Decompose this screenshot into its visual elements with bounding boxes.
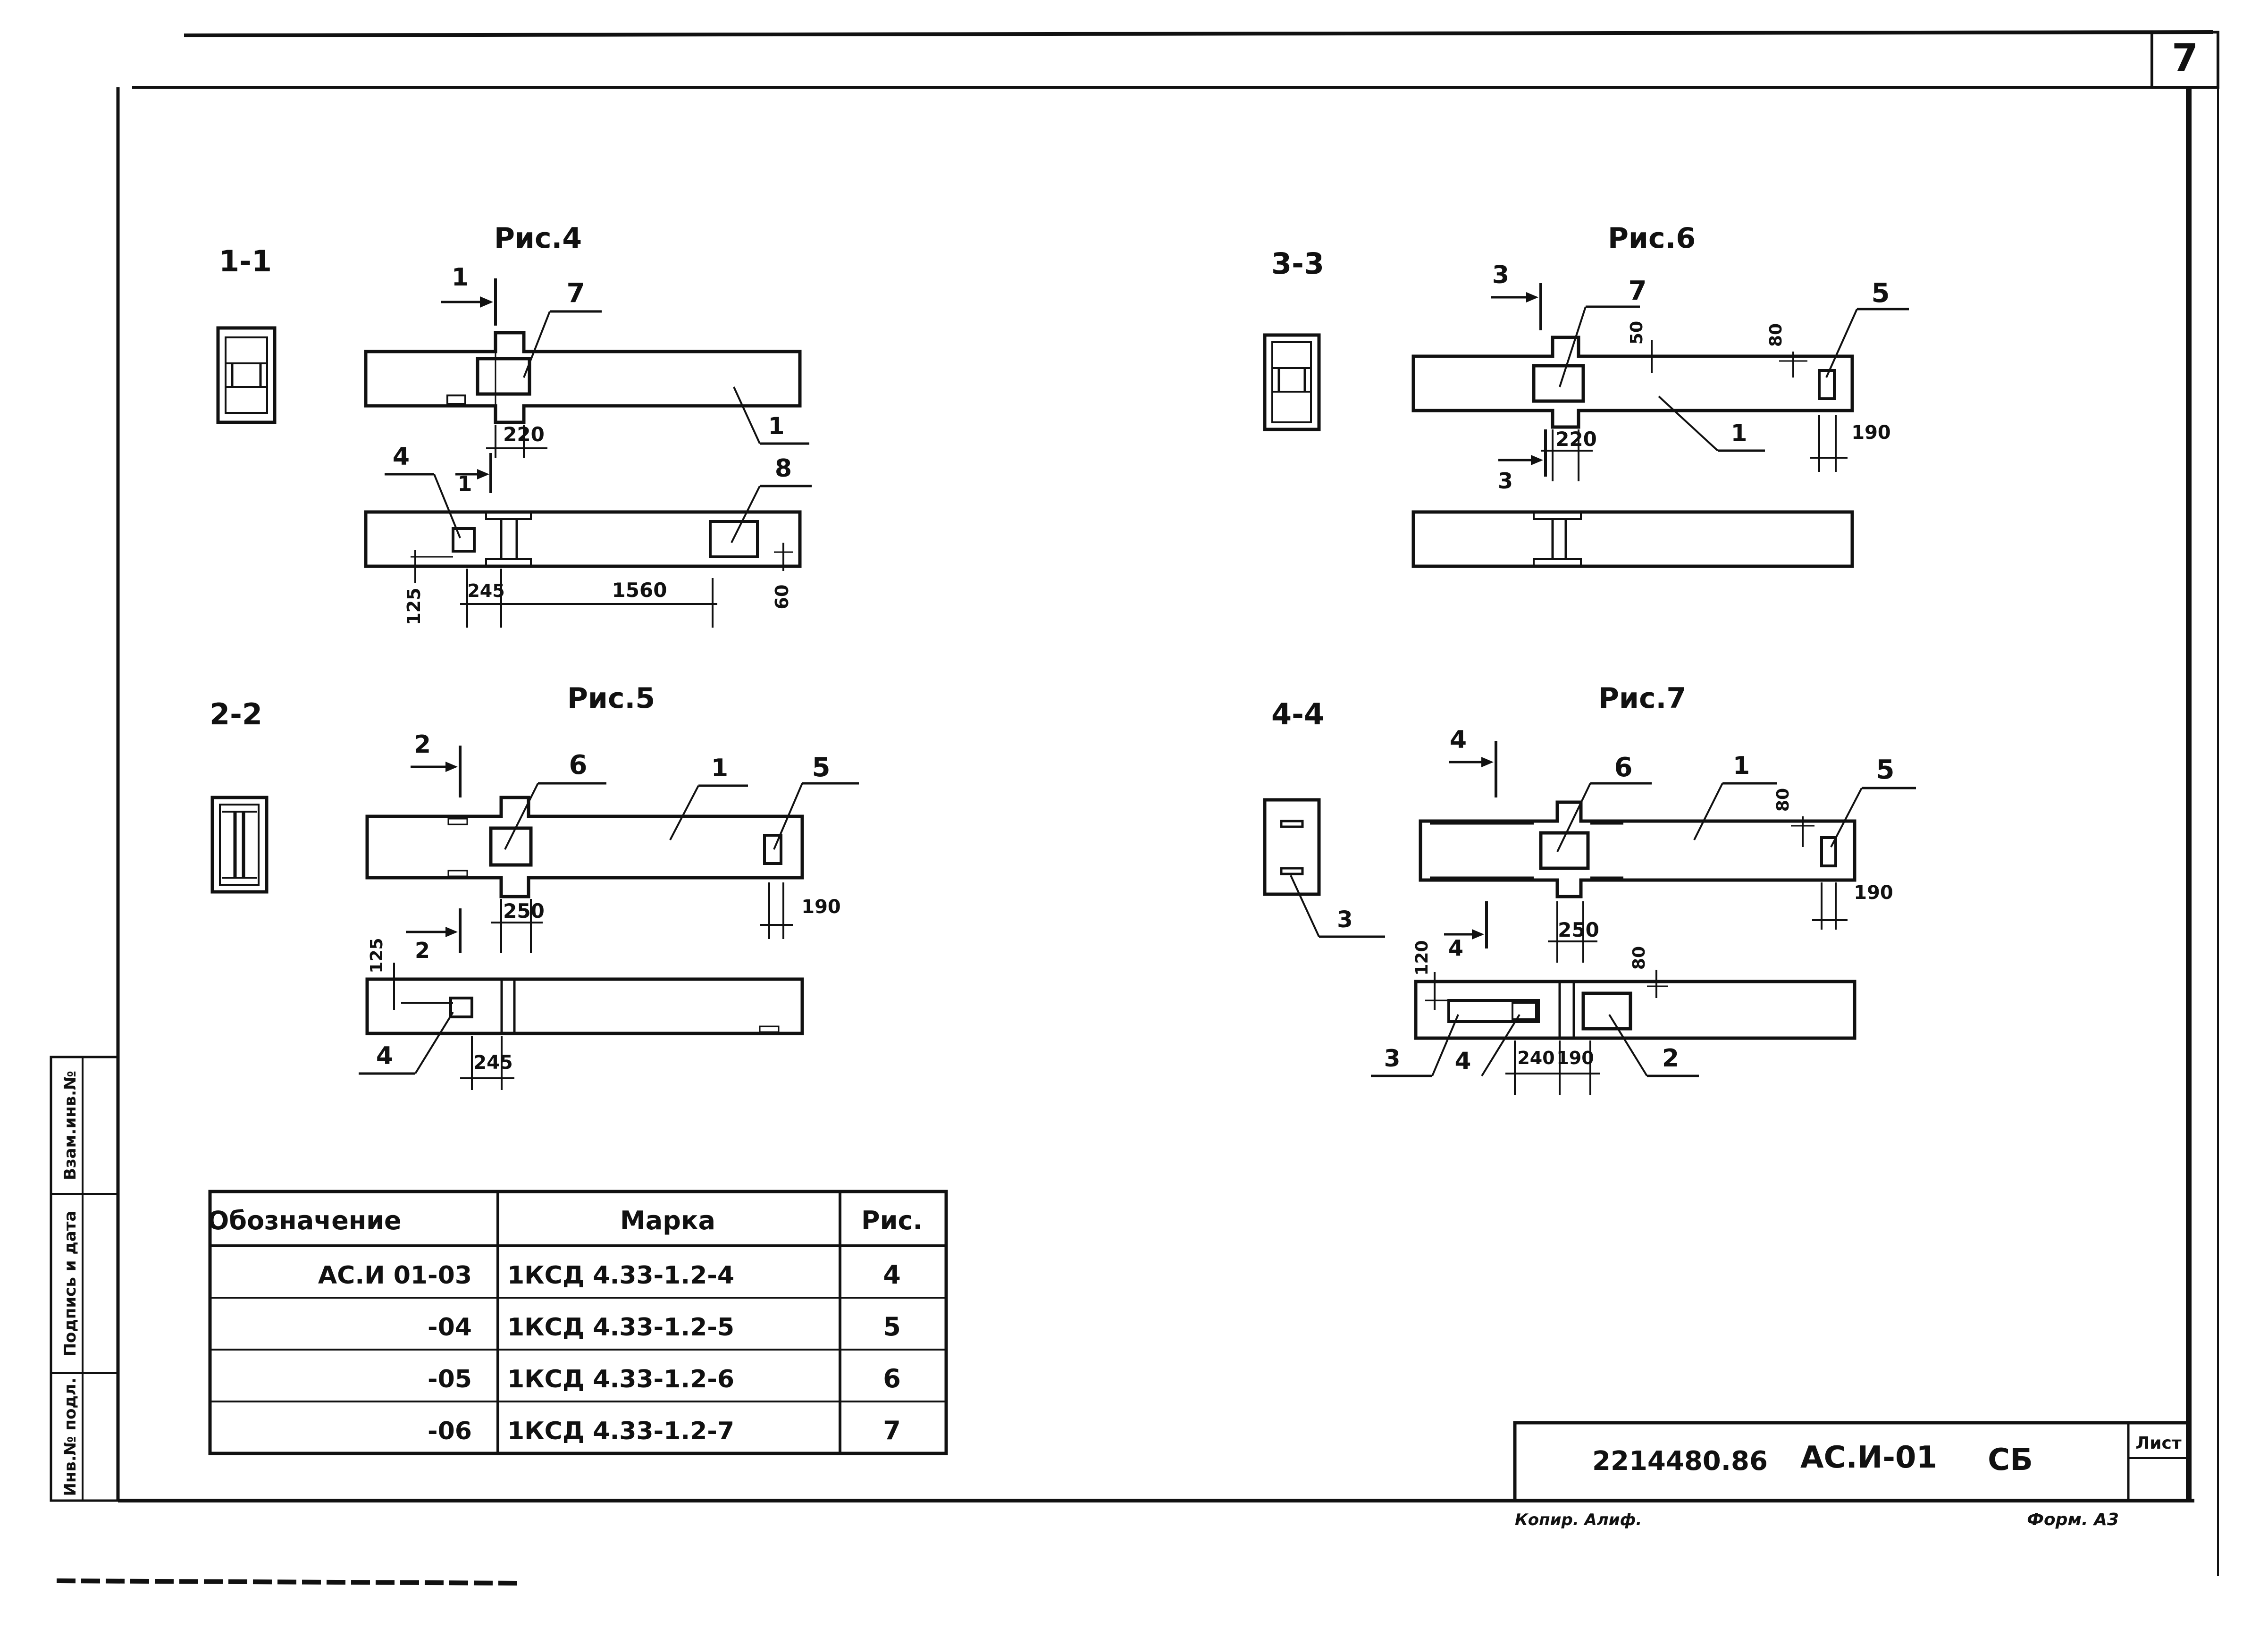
section-4-4-label: 4-4 xyxy=(1271,697,1324,731)
figure-7-pos-section: 3 xyxy=(1337,906,1352,933)
figure-5-dim-left: 125 xyxy=(367,938,386,973)
title-block-stage: СБ xyxy=(1988,1443,2033,1477)
figure-5-cut: 2 xyxy=(414,730,431,759)
table-row-1-mark: 1КСД 4.33-1.2-4 xyxy=(507,1261,734,1290)
figure-6-cut-lower: 3 xyxy=(1498,468,1513,494)
figure-6-pos-one: 1 xyxy=(1731,420,1747,447)
stamp-signature: Подпись и дата xyxy=(61,1211,80,1357)
figure-7-pos-right: 5 xyxy=(1876,755,1895,785)
figure-4-cut: 1 xyxy=(452,263,469,292)
section-2-2-label: 2-2 xyxy=(210,697,262,731)
figure-7-dim-left: 120 xyxy=(1412,940,1432,975)
figure-4-title: Рис.4 xyxy=(494,222,582,255)
figure-7-dim-b1: 240 xyxy=(1517,1048,1554,1068)
title-block: 2214480.86 АС.И-01 СБ Лист Копир. Алиф. … xyxy=(1513,1421,2191,1529)
figure-5-dim-bottom: 245 xyxy=(473,1052,513,1074)
figure-7-dim-right: 190 xyxy=(1854,882,1893,904)
table-row-4-designation: -06 xyxy=(428,1417,472,1445)
stamp-inventory: Инв.№ подл. xyxy=(61,1377,80,1496)
section-1-1-label: 1-1 xyxy=(219,244,272,278)
figure-5-cut-lower: 2 xyxy=(415,938,430,963)
figure-4-cut-lower: 1 xyxy=(458,472,472,496)
table-header-mark: Марка xyxy=(620,1206,715,1235)
table-row-4-figure: 7 xyxy=(883,1416,901,1445)
section-3-3-label: 3-3 xyxy=(1271,246,1324,281)
figure-5-pos-top: 6 xyxy=(569,750,588,780)
figure-7-pos-top: 6 xyxy=(1614,752,1633,783)
table-header-designation: Обозначение xyxy=(207,1206,401,1235)
figure-5-pos-left: 4 xyxy=(376,1042,393,1070)
figure-5-pos-right: 5 xyxy=(812,752,831,783)
figure-4-dim-b: 1560 xyxy=(612,579,667,602)
figure-5-dim-right: 190 xyxy=(801,896,841,918)
figure-4-dim-a: 245 xyxy=(467,580,504,601)
title-block-sheet-label: Лист xyxy=(2135,1434,2181,1453)
figure-6-pos-right: 5 xyxy=(1872,278,1890,309)
table-row-3-mark: 1КСД 4.33-1.2-6 xyxy=(507,1365,734,1393)
page-number: 7 xyxy=(2172,36,2198,80)
table-row-1-designation: АС.И 01-03 xyxy=(318,1261,472,1290)
figure-7-pos-b1: 3 xyxy=(1384,1045,1401,1072)
figure-5: Рис.5 2-2 2 6 1 5 250 xyxy=(210,682,859,1090)
table-row-3-designation: -05 xyxy=(428,1365,472,1393)
figure-7-dim-b2: 190 xyxy=(1556,1048,1594,1068)
figure-5-dim-top: 250 xyxy=(503,899,545,923)
table-header-figure: Рис. xyxy=(861,1206,923,1235)
figure-6: Рис.6 3-3 3 7 50 80 5 xyxy=(1263,222,1909,568)
figure-7-dim-top: 250 xyxy=(1558,918,1599,941)
figure-6-dim-small: 50 xyxy=(1627,321,1646,344)
figure-4-pos-top: 7 xyxy=(567,278,585,309)
figure-5-pos-one: 1 xyxy=(711,754,728,782)
figure-4: Рис.4 1-1 1 7 1 220 1 xyxy=(216,222,812,628)
title-block-code: 2214480.86 xyxy=(1592,1446,1768,1477)
figure-6-dim-top: 220 xyxy=(1555,428,1597,451)
table-row-2-designation: -04 xyxy=(428,1313,472,1342)
figure-4-pos-left: 4 xyxy=(393,443,410,471)
figure-4-pos-bottom: 8 xyxy=(775,454,792,483)
table-row-2-mark: 1КСД 4.33-1.2-5 xyxy=(507,1313,734,1342)
figure-7: Рис.7 4-4 3 4 6 1 80 xyxy=(1263,682,1916,1095)
figure-6-dim-small2: 80 xyxy=(1766,323,1786,347)
table-row-4-mark: 1КСД 4.33-1.2-7 xyxy=(507,1417,734,1445)
figure-7-pos-b2: 4 xyxy=(1455,1047,1471,1074)
figure-4-dim-right: 60 xyxy=(772,585,792,610)
figure-4-pos-one: 1 xyxy=(768,412,785,440)
format-label: Форм. А3 xyxy=(2027,1510,2119,1529)
figure-7-pos-one: 1 xyxy=(1733,752,1750,780)
figure-6-dim-right: 190 xyxy=(1851,422,1891,444)
figure-7-pos-b3: 2 xyxy=(1662,1044,1679,1073)
table-row-3-figure: 6 xyxy=(883,1364,901,1393)
figure-7-dim-small: 80 xyxy=(1773,788,1793,812)
sheet-frame: 7 xyxy=(56,30,2219,1586)
figure-6-pos-top: 7 xyxy=(1629,276,1647,306)
title-block-doc: АС.И-01 xyxy=(1800,1440,1937,1475)
figure-4-dim-left: 125 xyxy=(403,587,424,625)
copied-by: Копир. Алиф. xyxy=(1515,1511,1642,1529)
figure-6-cut: 3 xyxy=(1492,261,1509,289)
figure-4-dim-top: 220 xyxy=(503,423,545,446)
spec-table: Обозначение Марка Рис. АС.И 01-03 1КСД 4… xyxy=(207,1190,948,1455)
figure-7-cut-lower: 4 xyxy=(1448,935,1463,961)
stamp-replace: Взам.инв.№ xyxy=(61,1071,80,1180)
side-stamp: Инв.№ подл. Подпись и дата Взам.инв.№ xyxy=(50,1056,119,1502)
table-row-1-figure: 4 xyxy=(883,1260,901,1290)
figure-5-title: Рис.5 xyxy=(567,682,655,715)
figure-7-dim-small2: 80 xyxy=(1630,946,1649,970)
figure-7-cut: 4 xyxy=(1450,726,1467,754)
figure-7-title: Рис.7 xyxy=(1598,682,1686,715)
table-row-2-figure: 5 xyxy=(883,1312,901,1342)
figure-6-title: Рис.6 xyxy=(1608,222,1696,255)
